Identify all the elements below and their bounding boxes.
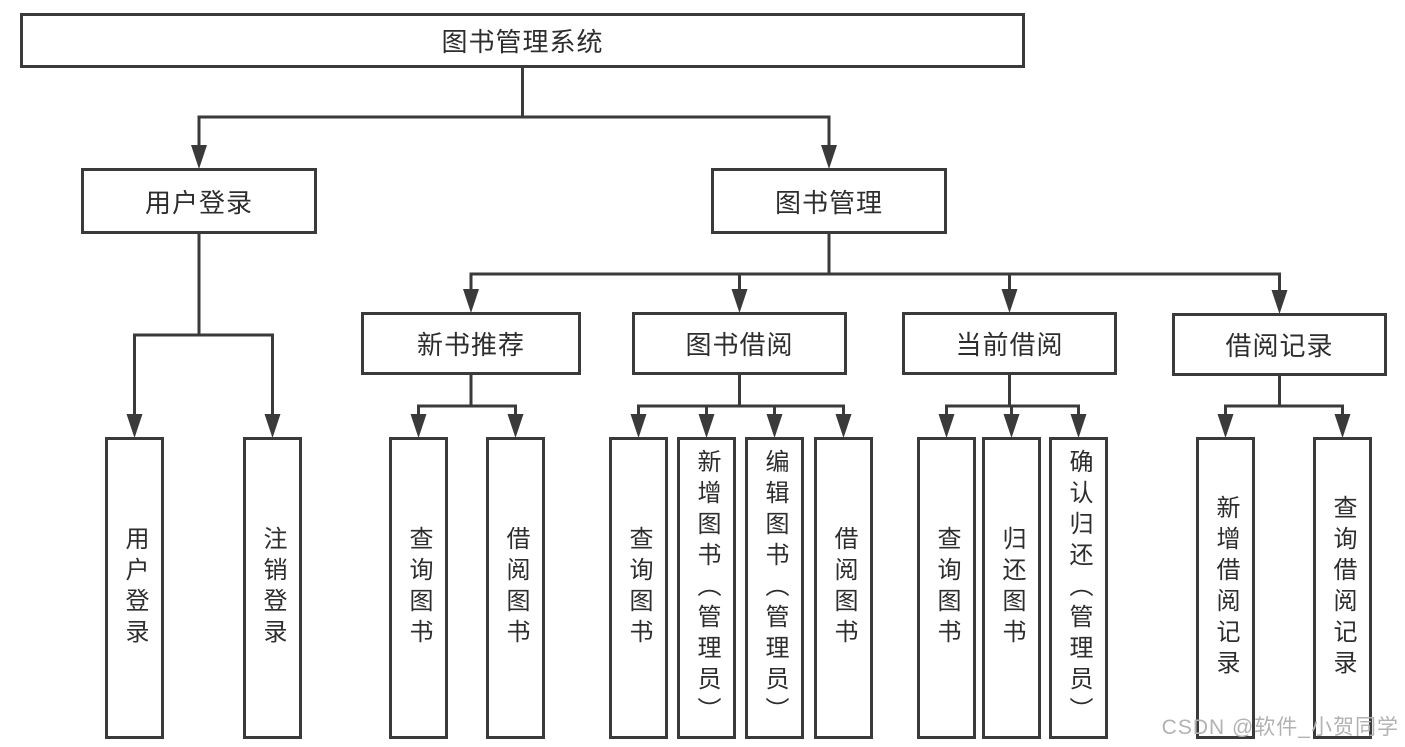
node-label-leaf-search-book-2: 查询图书	[625, 526, 652, 650]
node-leaf-borrow-book-2: 借阅图书	[814, 437, 873, 739]
node-current-borrow: 当前借阅	[902, 312, 1117, 375]
node-label-leaf-add-book: 新增图书（管理员）	[693, 448, 720, 728]
node-label-user-login: 用户登录	[144, 187, 253, 218]
node-leaf-user-login: 用户登录	[105, 437, 164, 739]
node-label-leaf-edit-book: 编辑图书（管理员）	[761, 448, 788, 728]
node-new-book-rec: 新书推荐	[361, 312, 581, 375]
node-leaf-search-book-1: 查询图书	[389, 437, 448, 739]
node-label-leaf-search-book-1: 查询图书	[405, 526, 432, 650]
node-label-leaf-confirm-return: 确认归还（管理员）	[1065, 448, 1092, 728]
node-leaf-add-record: 新增借阅记录	[1196, 437, 1255, 739]
node-label-leaf-add-record: 新增借阅记录	[1212, 495, 1239, 681]
node-label-root: 图书管理系统	[441, 27, 604, 57]
node-leaf-return-book: 归还图书	[982, 437, 1041, 739]
node-label-book-borrow: 图书借阅	[685, 330, 794, 360]
node-user-login: 用户登录	[81, 168, 317, 234]
node-label-leaf-return-book: 归还图书	[998, 526, 1025, 650]
node-label-leaf-user-login: 用户登录	[121, 526, 148, 650]
csdn-watermark: CSDN @软件_小贺同学	[1161, 716, 1399, 739]
node-leaf-search-book-3: 查询图书	[917, 437, 976, 739]
node-leaf-search-record: 查询借阅记录	[1313, 437, 1372, 739]
node-label-current-borrow: 当前借阅	[955, 330, 1064, 360]
node-label-new-book-rec: 新书推荐	[416, 330, 525, 360]
node-book-mgmt: 图书管理	[711, 168, 947, 234]
node-leaf-confirm-return: 确认归还（管理员）	[1049, 437, 1108, 739]
node-borrow-records: 借阅记录	[1172, 313, 1387, 376]
node-label-leaf-borrow-book-2: 借阅图书	[830, 526, 857, 650]
node-label-leaf-borrow-book-1: 借阅图书	[502, 526, 529, 650]
node-leaf-edit-book: 编辑图书（管理员）	[745, 437, 804, 739]
node-leaf-borrow-book-1: 借阅图书	[486, 437, 545, 739]
node-leaf-search-book-2: 查询图书	[609, 437, 668, 739]
node-root: 图书管理系统	[20, 13, 1025, 68]
node-book-borrow: 图书借阅	[632, 312, 847, 375]
node-label-leaf-logout: 注销登录	[259, 526, 286, 650]
node-label-book-mgmt: 图书管理	[774, 187, 883, 218]
node-label-leaf-search-record: 查询借阅记录	[1329, 495, 1356, 681]
node-label-leaf-search-book-3: 查询图书	[933, 526, 960, 650]
node-label-borrow-records: 借阅记录	[1225, 331, 1334, 361]
node-leaf-add-book: 新增图书（管理员）	[677, 437, 736, 739]
node-leaf-logout: 注销登录	[243, 437, 302, 739]
